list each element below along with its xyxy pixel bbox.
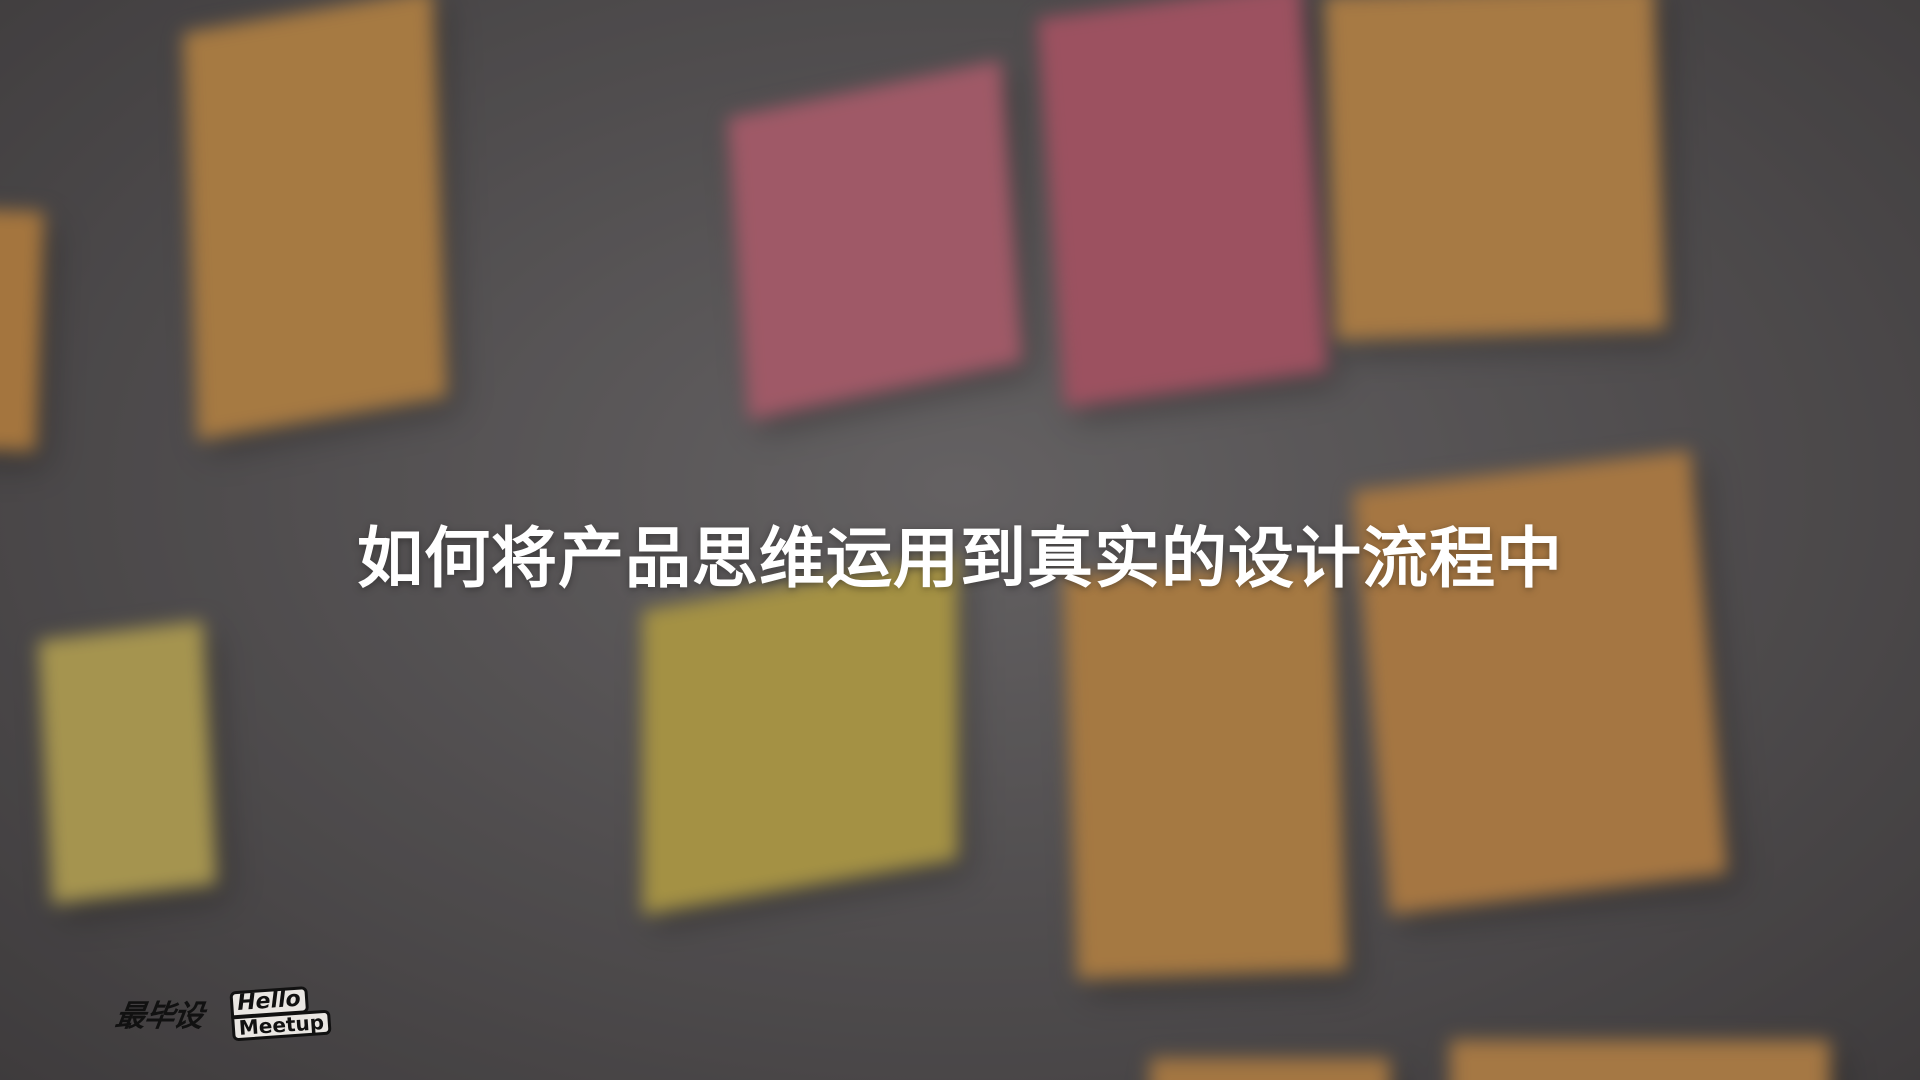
slide-title: 如何将产品思维运用到真实的设计流程中 bbox=[357, 520, 1563, 597]
sticky-note bbox=[1450, 1040, 1830, 1080]
hello-meetup-logo: Hello Meetup bbox=[229, 985, 332, 1042]
sticky-note bbox=[1150, 1058, 1390, 1080]
brand-logo-text: 最毕设 bbox=[113, 998, 205, 1034]
footer-logos: 最毕设 Hello Meetup bbox=[113, 986, 332, 1042]
